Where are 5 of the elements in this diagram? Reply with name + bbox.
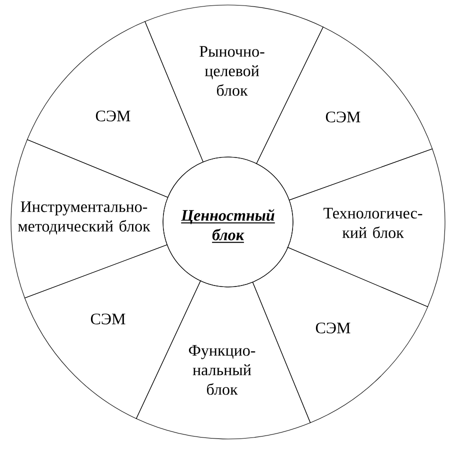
- wheel-sector: СЭМ: [252, 247, 428, 424]
- wheel-sector: Инструментально-методический блок: [10, 139, 168, 298]
- wheel-sector: Рыночно-целевой блок: [144, 4, 324, 164]
- wheel-sector: Функцио-нальный блок: [136, 280, 311, 440]
- wheel-sector: Технологичес-кий блок: [288, 148, 446, 308]
